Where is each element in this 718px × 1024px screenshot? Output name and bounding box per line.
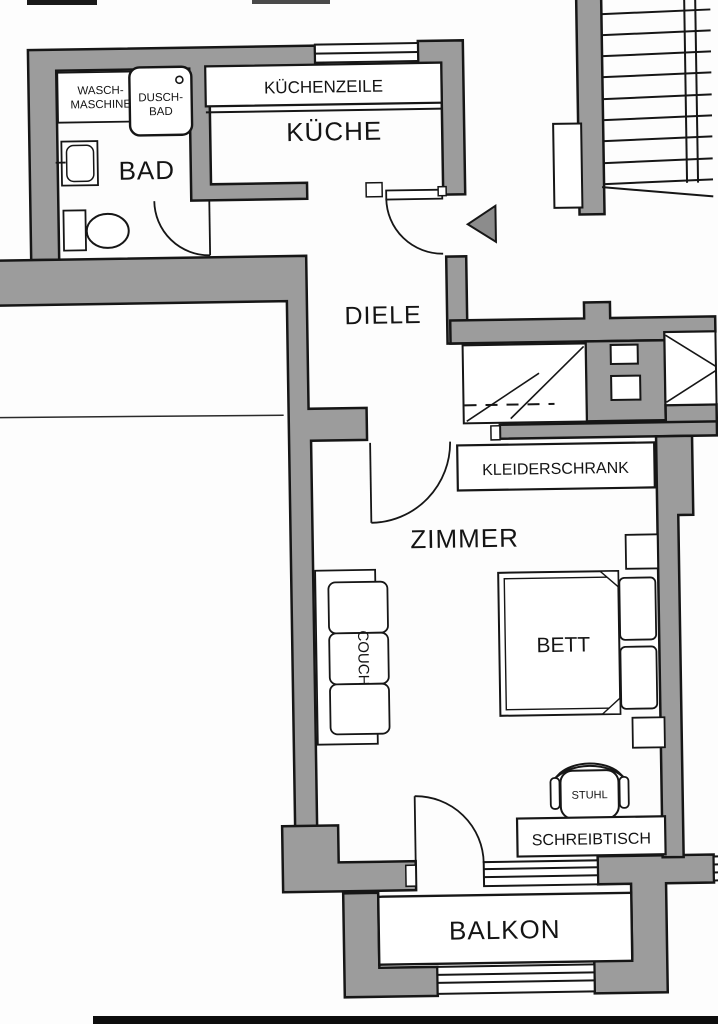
nightstand-top [624,533,660,570]
duschbad-label-1: DUSCH- [138,92,183,105]
shaft-opening-upper [609,343,639,366]
jamb-entrance [437,185,447,197]
shaft-opening-lower [610,374,642,402]
bett-label: BETT [536,633,590,657]
stuhl-label: STUHL [572,789,608,802]
stair-rail-outer [694,0,700,183]
balkon-box [377,891,634,966]
bett-inner-edge [503,576,615,711]
bett-fold-bottom [600,696,622,715]
waschmaschine-label-1: WASCH- [77,85,124,98]
bad-label: BAD [118,155,175,186]
door-arc-zimmer [371,441,451,524]
couch-label: COUCH [354,630,372,685]
door-leaf-balkon [413,796,417,865]
toilet-cistern [62,209,87,252]
wall-zimmer-right [654,434,695,859]
bett-pillow-top [618,576,658,641]
window-balkon-south [436,963,596,995]
stuhl-armrest-left [549,777,561,810]
door-arc-balkon [414,795,485,864]
windows-group [313,42,718,995]
balkon-label: BALKON [449,914,561,946]
labels-group: WASCH- MASCHINE DUSCH- BAD KÜCHENZEILE K… [70,77,651,946]
waschmaschine-label-2: MASCHINE [70,99,131,112]
window-zimmer-south [482,859,600,888]
jamb-zimmer [490,425,501,441]
stair-rail-inner [683,0,689,183]
schreibtisch-label: SCHREIBTISCH [532,830,651,849]
kleiderschrank-label: KLEIDERSCHRANK [482,460,629,479]
duschbad-tray [128,65,194,137]
stuhl-armrest-right [618,775,630,809]
staircase [602,0,714,198]
wall-west-band-and-zimmer-left [0,254,369,868]
bett-fold-top [598,570,620,589]
stair-bottom-edge [602,186,714,198]
shaft-dashed-line [464,402,555,407]
door-leaf-bad [208,200,212,256]
couch-cushion-1 [327,580,389,635]
stairwell-niche [552,122,584,209]
bett-mattress [497,569,622,717]
door-jambs [365,181,501,888]
bett-pillow-bottom [619,645,659,710]
couch-cushion-3 [329,682,391,736]
door-leaf-entrance-closed [385,188,444,201]
jamb-kueche [365,181,383,198]
window-neighbor-east [712,855,718,882]
kleiderschrank-box [456,441,656,492]
jamb-balkon [404,864,417,888]
schreibtisch-box [515,815,667,858]
kuechenzeile-front-edge [205,107,442,114]
scan-artifact-top-left [27,0,97,5]
sink-basin [65,144,95,183]
furniture-group [55,61,667,966]
toilet-bowl [85,212,130,249]
kuechenzeile-counter [204,61,443,108]
kueche-label: KÜCHE [286,116,382,148]
door-arc-bad [153,201,211,257]
duschbad-label-2: BAD [149,106,173,118]
doors-group [153,198,485,865]
diele-label: DIELE [344,301,422,330]
nightstand-bottom [631,716,666,749]
kuechenzeile-label: KÜCHENZEILE [264,77,383,98]
shaft-symbols [461,330,718,425]
neighbor-room-edge [0,414,284,419]
zimmer-label: ZIMMER [410,523,519,555]
shower-drain [175,75,184,85]
door-leaf-zimmer [369,442,373,523]
shaft-x-box [663,330,718,407]
entrance-arrow-icon [465,203,497,244]
scan-artifact-bottom [93,1016,718,1024]
door-arc-entrance [385,198,444,255]
scan-artifact-top-mid [252,0,330,4]
